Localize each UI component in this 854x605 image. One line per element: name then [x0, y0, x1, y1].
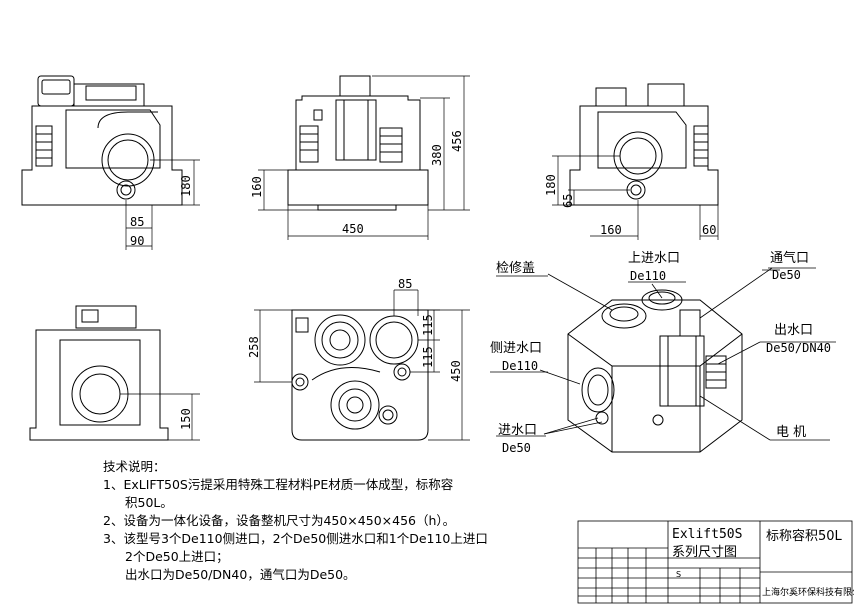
front-dim-90: 90: [130, 234, 144, 248]
back-dim-180: 180: [544, 174, 558, 196]
side-view: [258, 75, 470, 240]
rear-view: [29, 305, 200, 441]
top-dim-115a: 115: [421, 314, 435, 336]
technical-notes: 技术说明： 1、ExLIFT50S污提采用特殊工程材料PE材质一体成型，标称容 …: [103, 458, 573, 584]
notes-line-3: 3、该型号3个De110侧进口，2个De50侧进水口和1个De110上进口: [103, 531, 488, 546]
callout-top-inlet: 上进水口: [628, 251, 680, 266]
top-dim-85: 85: [398, 277, 412, 291]
title-block-mark: S: [676, 570, 681, 579]
callout-inlet: 进水口: [498, 423, 537, 438]
isometric-view: [490, 267, 836, 453]
side-dim-160: 160: [250, 176, 264, 198]
title-block-title-2: 系列尺寸图: [672, 545, 737, 560]
back-dim-65: 65: [561, 194, 575, 208]
top-dim-450: 450: [449, 360, 463, 382]
callout-outlet-size: De50/DN40: [766, 341, 831, 355]
back-view: [552, 83, 719, 240]
back-dim-60: 60: [702, 223, 716, 237]
notes-line-3b: 2个De50上进口；: [125, 549, 229, 564]
notes-line-1b: 积50L。: [125, 495, 173, 510]
notes-line-2: 2、设备为一体化设备，设备整机尺寸为450×450×456（h）。: [103, 513, 456, 528]
front-view: [21, 75, 200, 250]
front-dim-85: 85: [130, 215, 144, 229]
callout-outlet: 出水口: [774, 323, 813, 338]
rear-dim-150: 150: [179, 408, 193, 430]
callout-top-inlet-size: De110: [630, 269, 666, 283]
side-dim-450: 450: [342, 222, 364, 236]
top-dim-115b: 115: [421, 346, 435, 368]
callout-inlet-size: De50: [502, 441, 531, 455]
callout-side-inlet: 侧进水口: [490, 341, 542, 356]
title-block: [577, 520, 853, 604]
title-block-company: 上海尔奚环保科技有限公司: [762, 586, 854, 598]
callout-side-inlet-size: De110: [502, 359, 538, 373]
notes-line-1: 1、ExLIFT50S污提采用特殊工程材料PE材质一体成型，标称容: [103, 477, 454, 492]
back-dim-160: 160: [600, 223, 622, 237]
title-block-title-1: Exlift50S: [672, 527, 742, 542]
side-dim-456: 456: [450, 130, 464, 152]
top-dim-258: 258: [247, 336, 261, 358]
top-view: [254, 289, 470, 441]
callout-vent-size: De50: [772, 268, 801, 282]
front-dim-180: 180: [179, 175, 193, 197]
side-dim-380: 380: [430, 144, 444, 166]
callout-inspection-cover: 检修盖: [496, 261, 535, 276]
notes-line-3c: 出水口为De50/DN40，通气口为De50。: [125, 567, 356, 582]
title-block-capacity: 标称容积50L: [766, 528, 843, 544]
callout-vent: 通气口: [770, 250, 809, 266]
callout-motor: 电 机: [776, 425, 806, 440]
notes-heading: 技术说明：: [103, 459, 166, 474]
